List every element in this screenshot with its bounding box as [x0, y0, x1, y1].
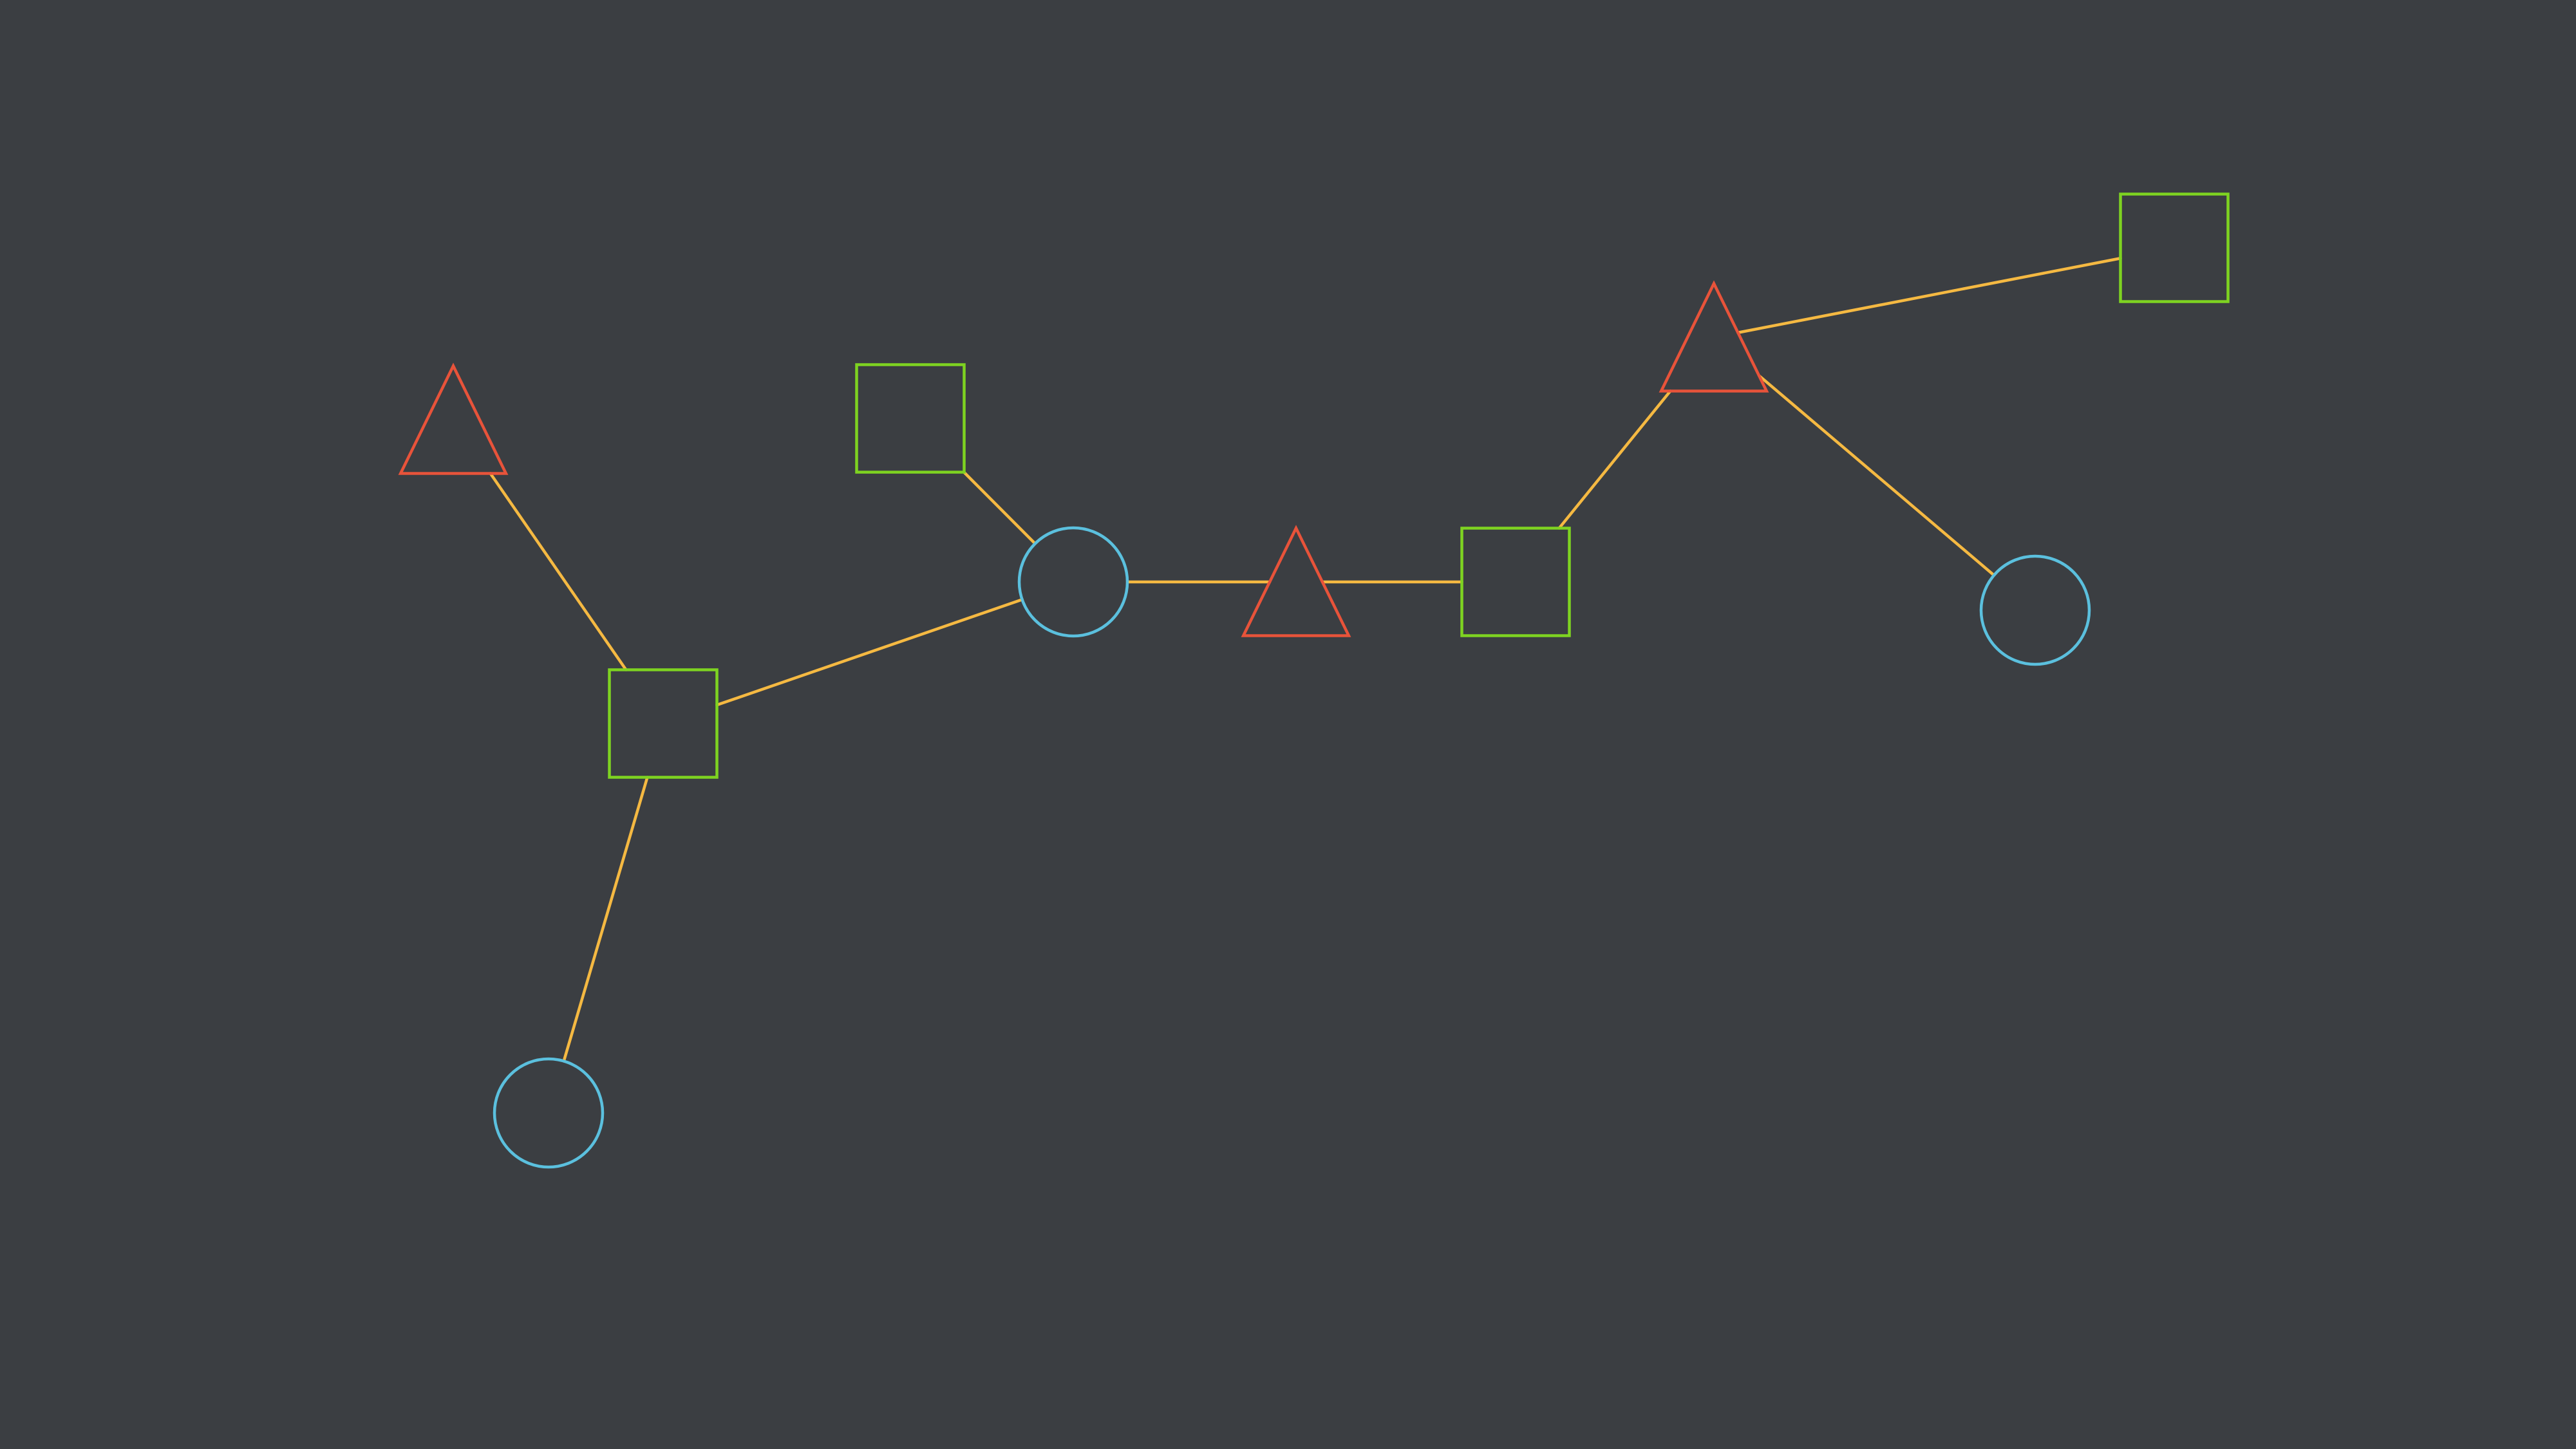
circle-node-circ-bottom-left: [493, 1057, 605, 1169]
circle-node-circ-center-left: [1017, 526, 1129, 638]
triangle-node-tri-center: [1241, 525, 1351, 637]
square-node-sq-upper-left: [855, 363, 966, 474]
edge-tri-far-left-to-sq-left-hub: [489, 472, 628, 671]
edge-sq-center-right-to-tri-upper-right: [1557, 389, 1672, 530]
square-node-sq-left-hub: [608, 668, 719, 779]
edge-tri-upper-right-to-sq-far-upper-right: [1736, 256, 2122, 334]
nodes-layer: [398, 192, 2230, 1169]
edge-tri-upper-right-to-circ-right: [1757, 374, 1996, 577]
edges-layer: [489, 256, 2122, 1063]
edge-sq-left-hub-to-circ-center-left: [715, 598, 1024, 707]
square-node-sq-far-upper-right: [2119, 192, 2230, 303]
edge-sq-left-hub-to-circ-bottom-left: [562, 776, 649, 1063]
square-node-sq-center-right: [1460, 527, 1571, 637]
triangle-node-tri-far-left: [398, 362, 509, 475]
triangle-node-tri-upper-right: [1659, 280, 1769, 393]
edge-sq-upper-left-to-circ-center-left: [962, 471, 1037, 545]
circle-node-circ-right: [1979, 554, 2091, 666]
